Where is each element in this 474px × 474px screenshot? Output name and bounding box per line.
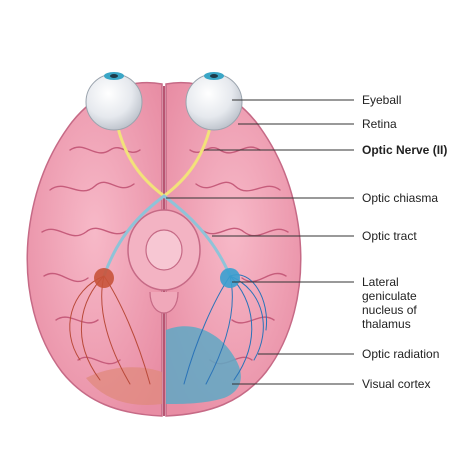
label-lgn-line4: thalamus: [362, 317, 411, 331]
optic-tracts: [102, 194, 232, 278]
label-lgn-line2: geniculate: [362, 289, 417, 303]
brainstem: [127, 209, 201, 314]
label-lgn-line1: Lateral: [362, 275, 399, 289]
eyeball-left: [85, 72, 143, 131]
visual-cortex-right: [166, 326, 241, 404]
label-optic-nerve: Optic Nerve (II): [362, 143, 447, 157]
label-visual-cortex: Visual cortex: [362, 377, 430, 391]
brain: [26, 81, 302, 417]
label-optic-tract: Optic tract: [362, 229, 417, 243]
label-optic-chiasma: Optic chiasma: [362, 191, 438, 205]
labels: Eyeball Retina Optic Nerve (II) Optic ch…: [362, 93, 447, 391]
label-optic-radiation: Optic radiation: [362, 347, 439, 361]
lgn-left: [94, 268, 114, 288]
label-eyeball: Eyeball: [362, 93, 401, 107]
optic-nerves: [116, 126, 212, 198]
leader-lines: [166, 99, 354, 385]
eyeball-right: [185, 72, 243, 131]
visual-cortex-left: [86, 367, 162, 405]
label-lgn-line3: nucleus of: [362, 303, 417, 317]
lgn-right: [220, 268, 240, 288]
label-retina: Retina: [362, 117, 397, 131]
